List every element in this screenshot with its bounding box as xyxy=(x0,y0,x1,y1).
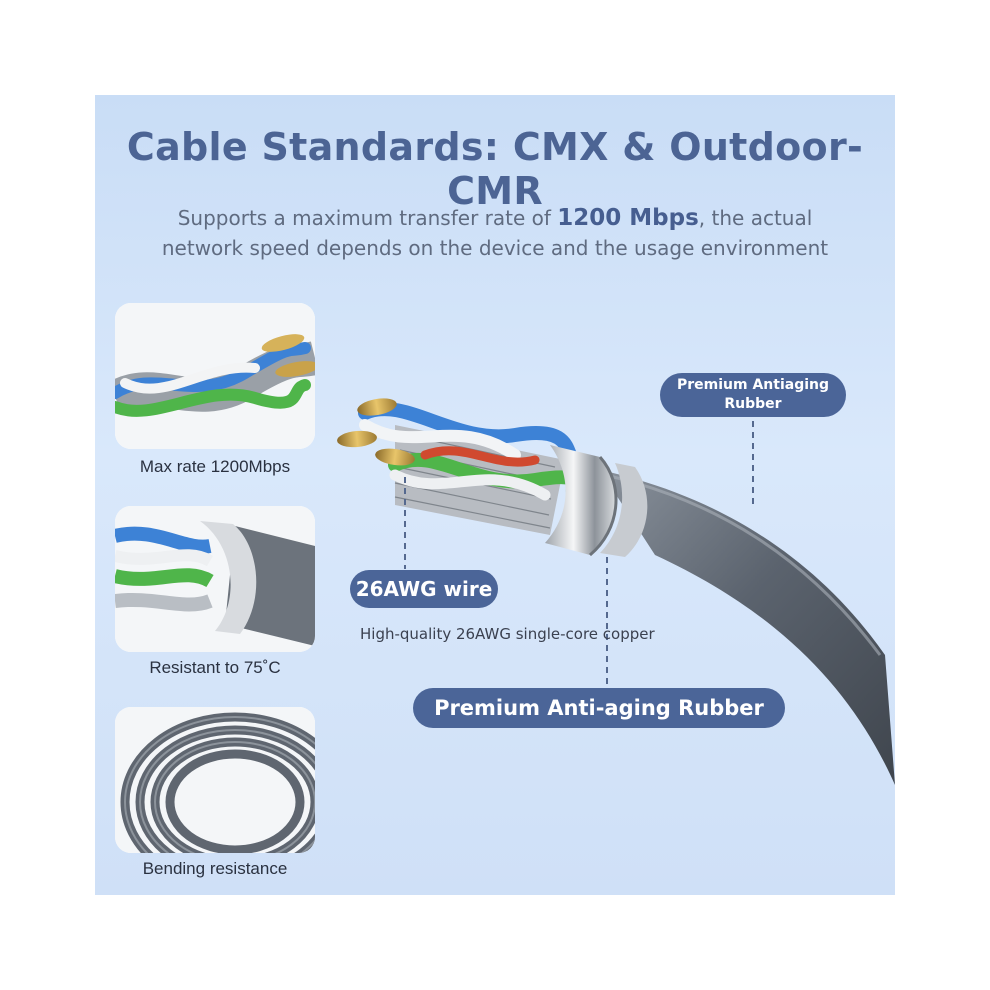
callout-26awg-wire: 26AWG wire xyxy=(350,570,498,608)
subtitle-highlight: 1200 Mbps xyxy=(557,205,699,231)
subtitle-text-end: , the actual network speed depends on th… xyxy=(161,206,829,260)
feature-label-rate: Max rate 1200Mbps xyxy=(139,457,291,476)
metal-sleeve xyxy=(545,445,648,557)
product-panel: Cable Standards: CMX & Outdoor-CMR Suppo… xyxy=(95,95,895,895)
cable-jacket xyxy=(600,470,895,785)
subtitle-text-start: Supports a maximum transfer rate of xyxy=(177,206,558,230)
callout-premium-anti-aging-rubber: Premium Anti-aging Rubber xyxy=(413,688,785,728)
feature-card-rate xyxy=(115,303,315,449)
callout-premium-antiaging-rubber: Premium Antiaging Rubber xyxy=(660,373,846,417)
copper-conductors xyxy=(337,398,415,466)
cable-illustration xyxy=(337,398,895,785)
page-subtitle: Supports a maximum transfer rate of 1200… xyxy=(135,203,855,263)
feature-card-bend xyxy=(115,707,315,853)
feature-label-bend: Bending resistance xyxy=(142,859,288,878)
feature-label-heat: Resistant to 75˚C xyxy=(149,658,281,677)
cable-coil-image xyxy=(115,707,315,853)
feature-card-heat xyxy=(115,506,315,652)
cable-end-image xyxy=(115,506,315,652)
twisted-wire-image xyxy=(115,303,315,449)
page-title: Cable Standards: CMX & Outdoor-CMR xyxy=(126,125,864,213)
callout-26awg-description: High-quality 26AWG single-core copper xyxy=(360,625,655,643)
